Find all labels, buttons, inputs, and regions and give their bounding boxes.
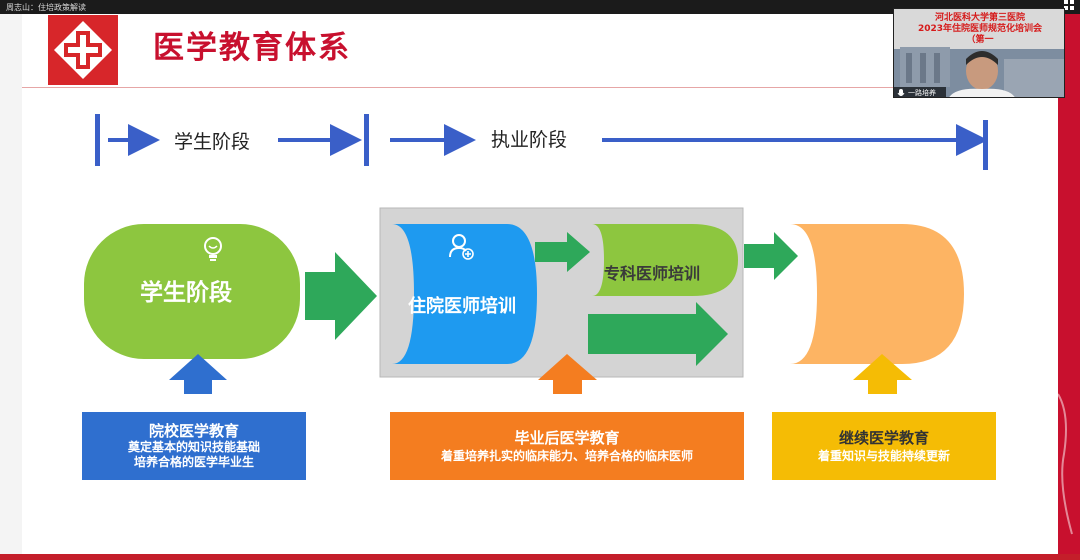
slide-title: 医学教育体系 (153, 30, 351, 66)
hospital-cross-logo (48, 15, 118, 85)
postgraduate-education-title: 毕业后医学教育 (514, 429, 620, 447)
microphone-icon (897, 87, 905, 97)
college-education-box: 院校医学教育 奠定基本的知识技能基础 培养合格的医学毕业生 (82, 412, 306, 480)
timeline-student-stage-label: 学生阶段 (174, 131, 251, 153)
postgraduate-education-box: 毕业后医学教育 着重培养扎实的临床能力、培养合格的临床医师 (390, 412, 744, 480)
video-banner-text: 河北医科大学第三医院 2023年住院医师规范化培训会 （第一 (894, 13, 1064, 46)
video-banner-line1: 河北医科大学第三医院 (934, 13, 1025, 23)
video-banner-line3: （第一 (966, 35, 994, 45)
window-title-bar (0, 0, 1080, 14)
process-diagram (84, 207, 964, 394)
video-background (894, 9, 1064, 97)
timeline-practice-stage-label: 执业阶段 (491, 129, 568, 151)
postgraduate-education-line1: 着重培养扎实的临床能力、培养合格的临床医师 (440, 449, 693, 463)
speaker-video-thumbnail[interactable]: 河北医科大学第三医院 2023年住院医师规范化培训会 （第一 一路培养 (893, 8, 1065, 98)
continuing-education-title: 继续医学教育 (838, 429, 929, 447)
college-education-line1: 奠定基本的知识技能基础 (127, 440, 260, 454)
specialist-training-label: 专科医师培训 (604, 264, 701, 283)
resident-training-label: 住院医师培训 (408, 296, 516, 317)
user-add-icon (448, 233, 476, 265)
continuing-education-box: 继续医学教育 着重知识与技能持续更新 (772, 412, 996, 480)
timeline-arrows (95, 114, 988, 170)
left-margin (0, 14, 22, 560)
title-divider (22, 87, 1058, 88)
grid-menu-icon[interactable] (1064, 0, 1074, 14)
speaker-name: 一路培养 (908, 89, 936, 97)
right-decoration-strip (1058, 14, 1080, 560)
presentation-slide: 医学教育体系 学生阶段 执业阶段 (22, 14, 1058, 560)
lightbulb-icon (202, 236, 224, 266)
video-banner-line2: 2023年住院医师规范化培训会 (917, 24, 1043, 34)
student-stage-shape-label: 学生阶段 (140, 280, 232, 306)
college-education-line2: 培养合格的医学毕业生 (133, 455, 254, 469)
speaker-name-tag: 一路培养 (894, 87, 946, 97)
continuing-education-line1: 着重知识与技能持续更新 (817, 449, 950, 463)
bottom-accent-bar (0, 554, 1080, 560)
window-title: 周志山：住培政策解读 (6, 3, 86, 12)
college-education-title: 院校医学教育 (148, 422, 239, 440)
